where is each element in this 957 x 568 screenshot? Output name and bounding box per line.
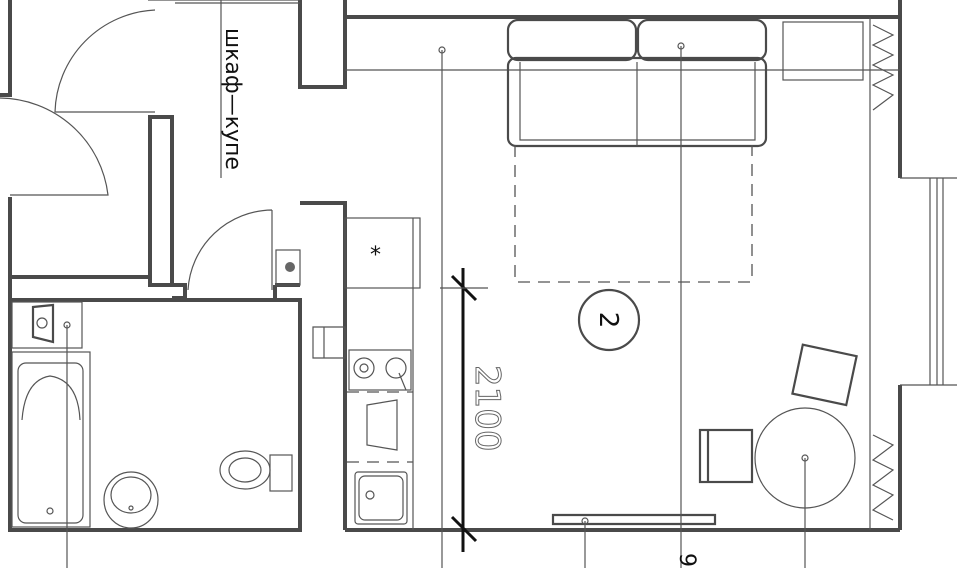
bottom-mark: 9 [674, 553, 699, 567]
bathroom-fixtures [11, 249, 301, 529]
dimension-line [440, 268, 488, 552]
walls [0, 0, 957, 532]
sofa [506, 18, 768, 283]
wardrobe-label: шкаф—купе [220, 28, 245, 170]
doors [0, 9, 273, 291]
nightstand [782, 21, 864, 81]
wardrobe-zigzag [871, 434, 895, 521]
wardrobe-zigzag [871, 24, 895, 111]
dining-set [698, 343, 858, 509]
leader-lines [66, 42, 806, 568]
kitchen-counter: * [312, 217, 421, 530]
room-number: 2 [593, 312, 623, 329]
tv-shelf [551, 513, 717, 526]
fridge-icon: * [370, 243, 381, 268]
dimension-label: 2100 [467, 365, 507, 452]
room-number-circle [577, 288, 641, 352]
